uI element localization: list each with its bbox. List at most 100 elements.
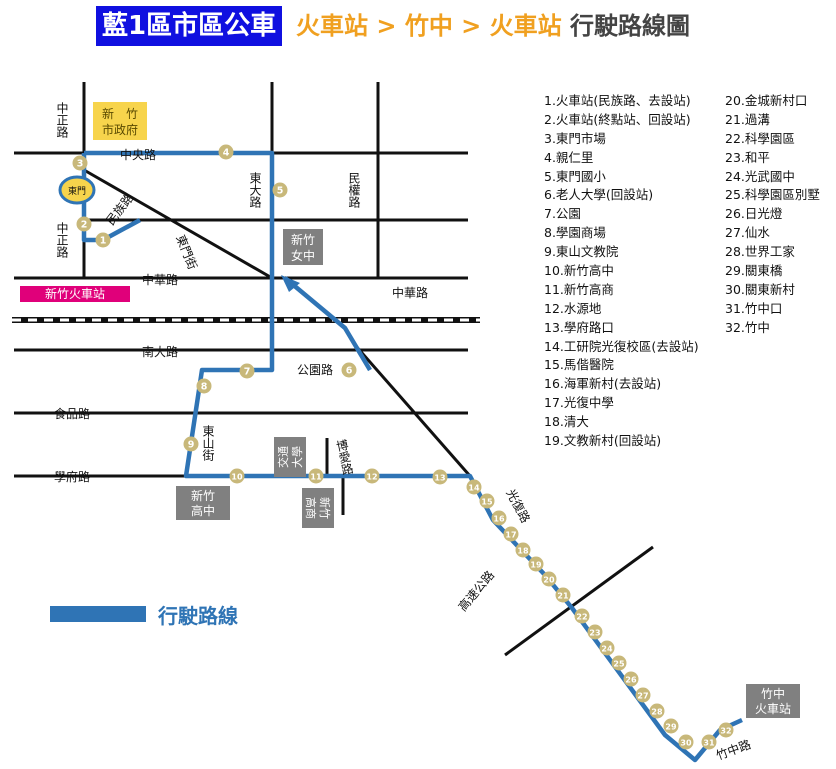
stop-marker-2: 2	[76, 216, 92, 232]
road-label-nanda: 南大路	[142, 344, 178, 359]
stop-circle	[183, 436, 199, 452]
stop-marker-19: 19	[528, 556, 544, 572]
roundabout: 東門	[58, 175, 96, 205]
stop-number: 12	[366, 473, 377, 482]
stop-list-item: 6.老人大學(回設站)	[544, 187, 654, 203]
stop-number: 17	[505, 531, 516, 540]
stop-list-item: 19.文教新村(回設站)	[544, 433, 662, 449]
city-hall-box	[93, 102, 147, 140]
stop-marker-32: 32	[718, 722, 734, 738]
stop-number: 13	[434, 474, 445, 483]
stop-marker-25: 25	[611, 655, 627, 671]
stop-list-item: 7.公園	[544, 206, 581, 222]
hsinchu-biz-line2: 高商	[304, 497, 318, 519]
stop-marker-27: 27	[635, 687, 651, 703]
stop-number: 11	[310, 473, 322, 482]
stop-circle	[364, 468, 380, 484]
route-title: 藍1區市區公車	[96, 6, 283, 46]
stop-number: 16	[493, 515, 505, 524]
stop-number: 31	[703, 739, 715, 748]
stop-number: 32	[720, 727, 731, 736]
girls-high-line2: 女中	[291, 248, 315, 263]
stop-circle	[663, 718, 679, 734]
stop-circle	[635, 687, 651, 703]
stop-number: 18	[517, 547, 529, 556]
road-label-xuefu: 學府路	[54, 469, 90, 484]
girls-high-box	[283, 229, 323, 265]
stop-marker-5: 5	[272, 182, 288, 198]
road-label-bo-ai: 博愛路	[333, 437, 355, 477]
stop-circle	[541, 571, 557, 587]
stop-circle	[611, 655, 627, 671]
stop-circle	[678, 734, 694, 750]
stop-number: 3	[77, 159, 84, 170]
stop-number: 5	[277, 186, 284, 197]
stop-number: 29	[665, 723, 677, 732]
stop-circle	[555, 587, 571, 603]
stop-marker-31: 31	[701, 734, 717, 750]
stop-circle	[218, 144, 234, 160]
roundabout-label: 東門	[68, 185, 86, 197]
stop-circle	[308, 468, 324, 484]
stop-number: 30	[680, 739, 692, 748]
stop-marker-9: 9	[183, 436, 199, 452]
stop-list-item: 3.東門市場	[544, 130, 606, 146]
stop-list-item: 30.關東新村	[725, 281, 795, 297]
stop-marker-1: 1	[95, 232, 111, 248]
stop-list-item: 32.竹中	[725, 319, 770, 335]
hsinchu-high-box	[176, 486, 230, 520]
route-path: 火車站 > 竹中 > 火車站	[296, 12, 562, 40]
road-label-dongda: 東大路	[248, 172, 262, 209]
stop-marker-8: 8	[196, 378, 212, 394]
route-map-suffix: 行駛路線圖	[570, 12, 690, 40]
stop-circle	[196, 378, 212, 394]
stop-circle	[623, 671, 639, 687]
road-label-zhonghua-right: 中華路	[392, 285, 428, 300]
stop-list-item: 25.科學園區別墅	[725, 187, 820, 203]
stop-circle	[649, 703, 665, 719]
stop-marker-22: 22	[574, 608, 590, 624]
stop-marker-23: 23	[587, 624, 603, 640]
zhuzhong-station-line1: 竹中	[761, 686, 785, 701]
stop-number: 10	[231, 473, 243, 482]
stop-circle	[587, 624, 603, 640]
road-label-guangfu: 光復路	[503, 486, 533, 525]
stop-list-item: 20.金城新村口	[725, 93, 808, 108]
stop-number: 25	[613, 660, 625, 669]
zhuzhong-station-line2: 火車站	[755, 702, 791, 716]
stop-marker-15: 15	[479, 493, 495, 509]
road-label-zhongzheng-top: 中正路	[55, 101, 69, 139]
hsinchu-high-line2: 高中	[191, 503, 215, 518]
stop-circle	[432, 469, 448, 485]
road-label-zhongzheng-bottom: 中正路	[55, 221, 69, 259]
stop-marker-14: 14	[466, 479, 482, 495]
stop-marker-18: 18	[515, 542, 531, 558]
stop-marker-17: 17	[503, 526, 519, 542]
stop-number: 19	[530, 561, 542, 570]
stop-list-item: 14.工研院光復校區(去設站)	[544, 338, 699, 354]
stop-list-item: 29.關東橋	[725, 263, 783, 279]
stop-circle	[574, 608, 590, 624]
road-label-dongmen: 東門街	[173, 233, 199, 272]
legend-route-label: 行駛路線	[158, 604, 238, 628]
stop-number: 6	[346, 366, 353, 377]
road-label-zhonghua-left: 中華路	[142, 272, 178, 287]
city-hall-line2: 市政府	[102, 122, 138, 137]
zhuzhong-station-box	[746, 684, 800, 718]
stop-list-item: 11.新竹高商	[544, 281, 614, 297]
hsinchu-station-label: 新竹火車站	[45, 286, 105, 301]
hsinchu-high-line1: 新竹	[191, 488, 215, 503]
stop-circle	[95, 232, 111, 248]
road-label-minquan: 民權路	[347, 172, 361, 209]
stop-list-item: 17.光復中學	[544, 395, 614, 411]
stop-number: 27	[637, 692, 648, 701]
stop-circle	[229, 468, 245, 484]
stop-list-item: 4.親仁里	[544, 149, 594, 165]
stop-circle	[466, 479, 482, 495]
stop-list-item: 31.竹中口	[725, 300, 783, 316]
stop-list-item: 12.水源地	[544, 300, 602, 316]
road-label-dongshan: 東山街	[201, 425, 215, 461]
stop-list-item: 9.東山文教院	[544, 244, 619, 260]
stop-marker-13: 13	[432, 469, 448, 485]
